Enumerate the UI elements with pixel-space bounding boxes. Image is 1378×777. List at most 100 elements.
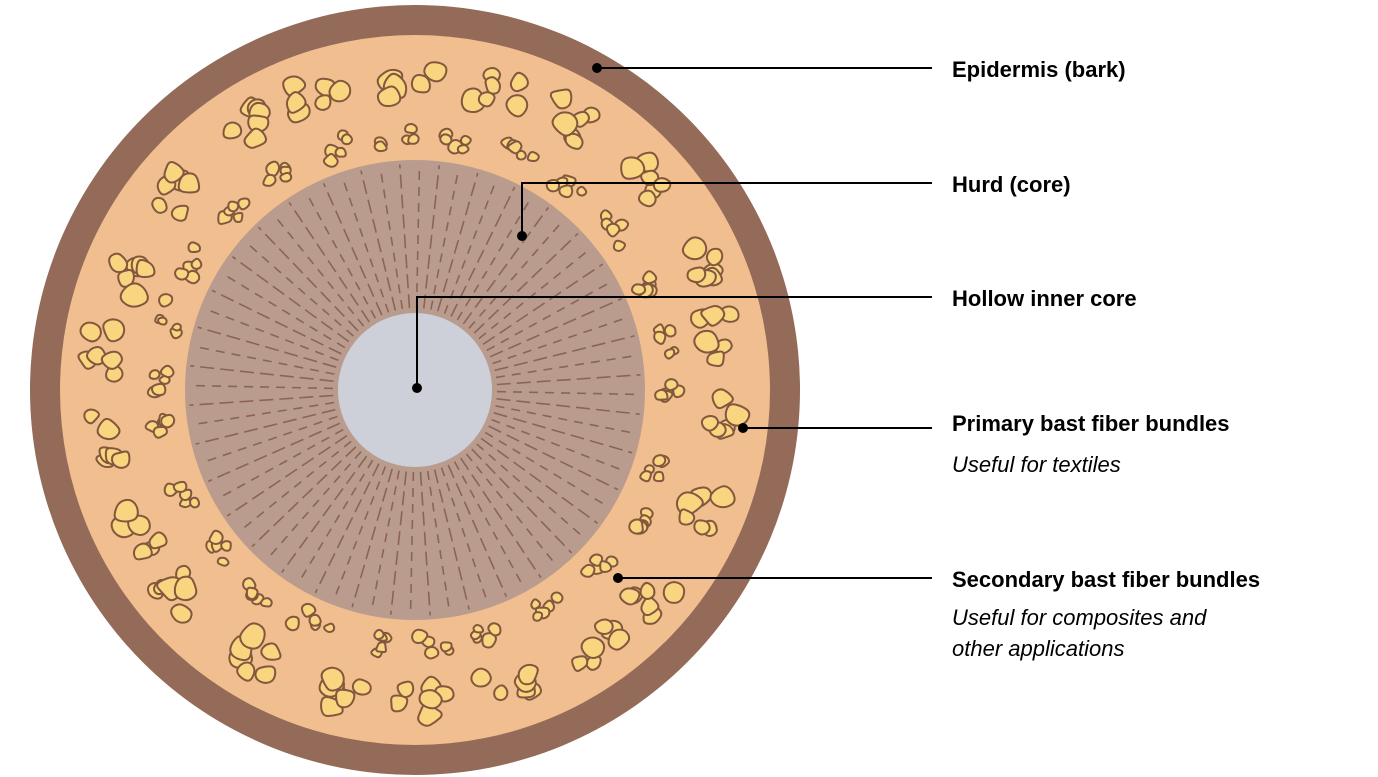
- primary-fiber-cell: [641, 583, 655, 599]
- secondary-fiber-cell: [266, 162, 279, 176]
- primary-fiber-cell: [582, 638, 605, 658]
- secondary-fiber-cell: [665, 349, 674, 358]
- secondary-fiber-cell: [324, 624, 334, 632]
- secondary-fiber-cell: [309, 615, 320, 626]
- secondary-fiber-cell: [247, 588, 258, 599]
- primary-fiber-cell: [336, 690, 354, 708]
- secondary-fiber-cell: [342, 134, 352, 144]
- primary-fiber-cell: [315, 95, 330, 110]
- secondary-fiber-cell: [174, 482, 187, 492]
- secondary-fiber-cell: [528, 152, 539, 161]
- leader-dot-primary: [738, 423, 748, 433]
- secondary-fiber-cell: [175, 268, 188, 279]
- secondary-fiber-cell: [286, 617, 299, 630]
- secondary-fiber-cell: [629, 519, 643, 533]
- secondary-fiber-cell: [158, 318, 167, 325]
- secondary-fiber-cell: [280, 173, 291, 182]
- secondary-fiber-cell: [221, 541, 231, 551]
- label-hollow-inner-core: Hollow inner core: [952, 286, 1137, 312]
- secondary-fiber-cell: [551, 592, 562, 602]
- primary-fiber-cell: [694, 520, 709, 534]
- primary-fiber-cell: [175, 577, 197, 600]
- secondary-fiber-cell: [412, 630, 427, 643]
- leader-dot-hollow: [412, 383, 422, 393]
- secondary-fiber-cell: [614, 241, 625, 251]
- secondary-fiber-cell: [600, 561, 611, 572]
- secondary-fiber-cell: [441, 642, 452, 651]
- secondary-fiber-cell: [405, 124, 417, 133]
- primary-fiber-cell: [412, 75, 430, 92]
- secondary-fiber-cell: [655, 390, 667, 400]
- primary-fiber-cell: [134, 544, 152, 560]
- primary-fiber-cell: [707, 249, 722, 266]
- primary-fiber-cell: [595, 620, 613, 634]
- note-secondary-line-1: Useful for composites and: [952, 602, 1206, 633]
- primary-fiber-cell: [224, 122, 242, 138]
- secondary-fiber-cell: [654, 472, 663, 481]
- secondary-fiber-cell: [533, 612, 542, 621]
- secondary-fiber-cell: [653, 455, 665, 466]
- secondary-fiber-cell: [654, 332, 665, 344]
- secondary-fiber-cell: [189, 242, 200, 252]
- primary-fiber-cell: [494, 685, 507, 700]
- primary-fiber-cell: [694, 331, 718, 353]
- secondary-fiber-cell: [172, 324, 180, 331]
- primary-fiber-cell: [103, 319, 124, 341]
- note-secondary-line-2: other applications: [952, 633, 1124, 664]
- leader-dot-hurd: [517, 231, 527, 241]
- leader-dot-secondary: [613, 573, 623, 583]
- secondary-fiber-cell: [474, 625, 484, 632]
- secondary-fiber-cell: [190, 498, 199, 508]
- secondary-fiber-cell: [440, 134, 451, 144]
- primary-fiber-cell: [654, 178, 670, 192]
- primary-fiber-cell: [115, 500, 138, 522]
- primary-fiber-cell: [639, 191, 656, 207]
- secondary-fiber-cell: [150, 370, 160, 379]
- label-primary-bast-fiber: Primary bast fiber bundles: [952, 411, 1230, 437]
- secondary-fiber-cell: [234, 213, 243, 222]
- secondary-fiber-cell: [374, 630, 383, 639]
- primary-fiber-cell: [702, 416, 718, 431]
- leader-dot-epidermis: [592, 63, 602, 73]
- secondary-fiber-cell: [218, 558, 229, 566]
- primary-fiber-cell: [102, 352, 122, 369]
- secondary-fiber-cell: [263, 175, 275, 186]
- secondary-fiber-cell: [643, 271, 656, 283]
- secondary-fiber-cell: [640, 471, 651, 481]
- secondary-fiber-cell: [152, 384, 165, 395]
- primary-fiber-cell: [172, 206, 188, 221]
- primary-fiber-cell: [620, 588, 639, 604]
- secondary-fiber-cell: [161, 366, 174, 377]
- primary-fiber-cell: [479, 92, 495, 106]
- secondary-fiber-cell: [488, 623, 500, 635]
- primary-fiber-cell: [707, 352, 724, 366]
- secondary-fiber-cell: [547, 180, 559, 191]
- secondary-fiber-cell: [665, 379, 677, 390]
- primary-fiber-cell: [353, 679, 371, 694]
- primary-fiber-cell: [255, 666, 275, 683]
- label-secondary-bast-fiber: Secondary bast fiber bundles: [952, 567, 1260, 593]
- primary-fiber-cell: [664, 582, 684, 603]
- label-hurd: Hurd (core): [952, 172, 1071, 198]
- secondary-fiber-cell: [458, 145, 469, 153]
- label-epidermis: Epidermis (bark): [952, 57, 1126, 83]
- primary-fiber-cell: [688, 267, 706, 282]
- secondary-fiber-cell: [632, 284, 645, 294]
- primary-fiber-cell: [486, 77, 500, 94]
- secondary-fiber-cell: [559, 185, 572, 197]
- secondary-fiber-cell: [161, 415, 174, 427]
- secondary-fiber-cell: [336, 148, 346, 157]
- secondary-fiber-cell: [228, 202, 238, 212]
- secondary-fiber-cell: [192, 259, 202, 269]
- primary-fiber-cell: [471, 669, 490, 687]
- secondary-fiber-cell: [376, 642, 386, 652]
- note-primary-bast-fiber: Useful for textiles: [952, 449, 1121, 480]
- secondary-fiber-cell: [238, 199, 249, 210]
- primary-fiber-cell: [419, 690, 441, 708]
- primary-fiber-cell: [112, 451, 129, 467]
- secondary-fiber-cell: [159, 294, 172, 306]
- secondary-fiber-cell: [408, 134, 418, 144]
- primary-fiber-cell: [398, 682, 414, 697]
- primary-fiber-cell: [152, 198, 166, 213]
